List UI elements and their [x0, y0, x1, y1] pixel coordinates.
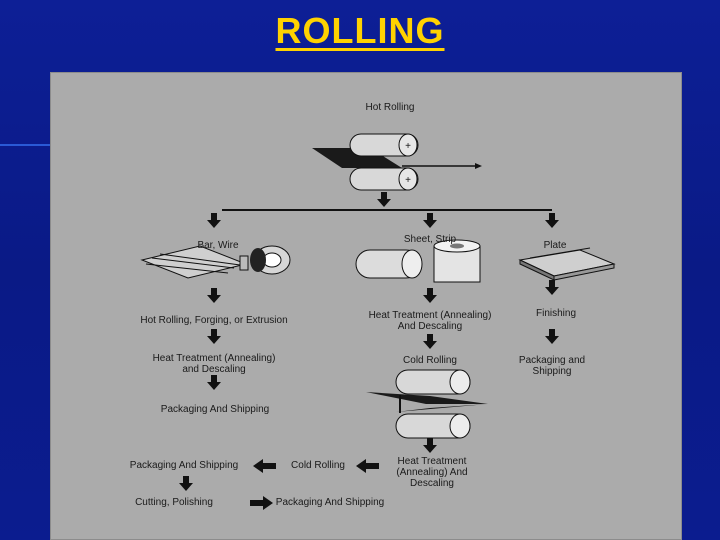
- plate-step-finishing: Finishing: [535, 308, 577, 319]
- sheet-strip-label: Sheet, Strip: [403, 234, 457, 245]
- rolling-process-diagram: + +: [50, 72, 682, 540]
- bottom-packaging-shipping-left: Packaging And Shipping: [129, 460, 239, 471]
- bar-wire-illustration: [140, 245, 291, 279]
- plate-step-packaging-shipping: Packaging and Shipping: [518, 355, 586, 377]
- diagram-graphics: + +: [140, 133, 616, 510]
- slide-accent-line: [0, 144, 50, 146]
- plate-illustration: [518, 247, 616, 281]
- sheet-strip-illustration: [355, 239, 481, 283]
- svg-text:+: +: [405, 175, 411, 186]
- bottom-packaging-shipping-right: Packaging And Shipping: [275, 497, 385, 508]
- bar-step-hot-rolling-forging-extrusion: Hot Rolling, Forging, or Extrusion: [140, 315, 288, 326]
- plate-label: Plate: [543, 240, 567, 251]
- svg-text:+: +: [405, 141, 411, 152]
- slide-title: ROLLING: [275, 10, 445, 51]
- bar-wire-label: Bar, Wire: [197, 240, 239, 251]
- sheet-step-heat-treatment: Heat Treatment (Annealing) And Descaling: [368, 310, 492, 332]
- hot-rolling-label: Hot Rolling: [365, 102, 415, 113]
- cold-rolling-mill-illustration: [366, 369, 488, 439]
- bar-step-packaging-shipping: Packaging And Shipping: [160, 404, 270, 415]
- sheet-step-cold-rolling: Cold Rolling: [403, 355, 457, 366]
- hot-rolling-mill-illustration: + +: [312, 133, 482, 191]
- bar-step-heat-treatment: Heat Treatment (Annealing) and Descaling: [152, 353, 276, 375]
- bottom-cold-rolling: Cold Rolling: [291, 460, 345, 471]
- bottom-cutting-polishing: Cutting, Polishing: [135, 497, 213, 508]
- sheet-step-heat-treatment-after-cold-rolling: Heat Treatment (Annealing) And Descaling: [396, 456, 468, 489]
